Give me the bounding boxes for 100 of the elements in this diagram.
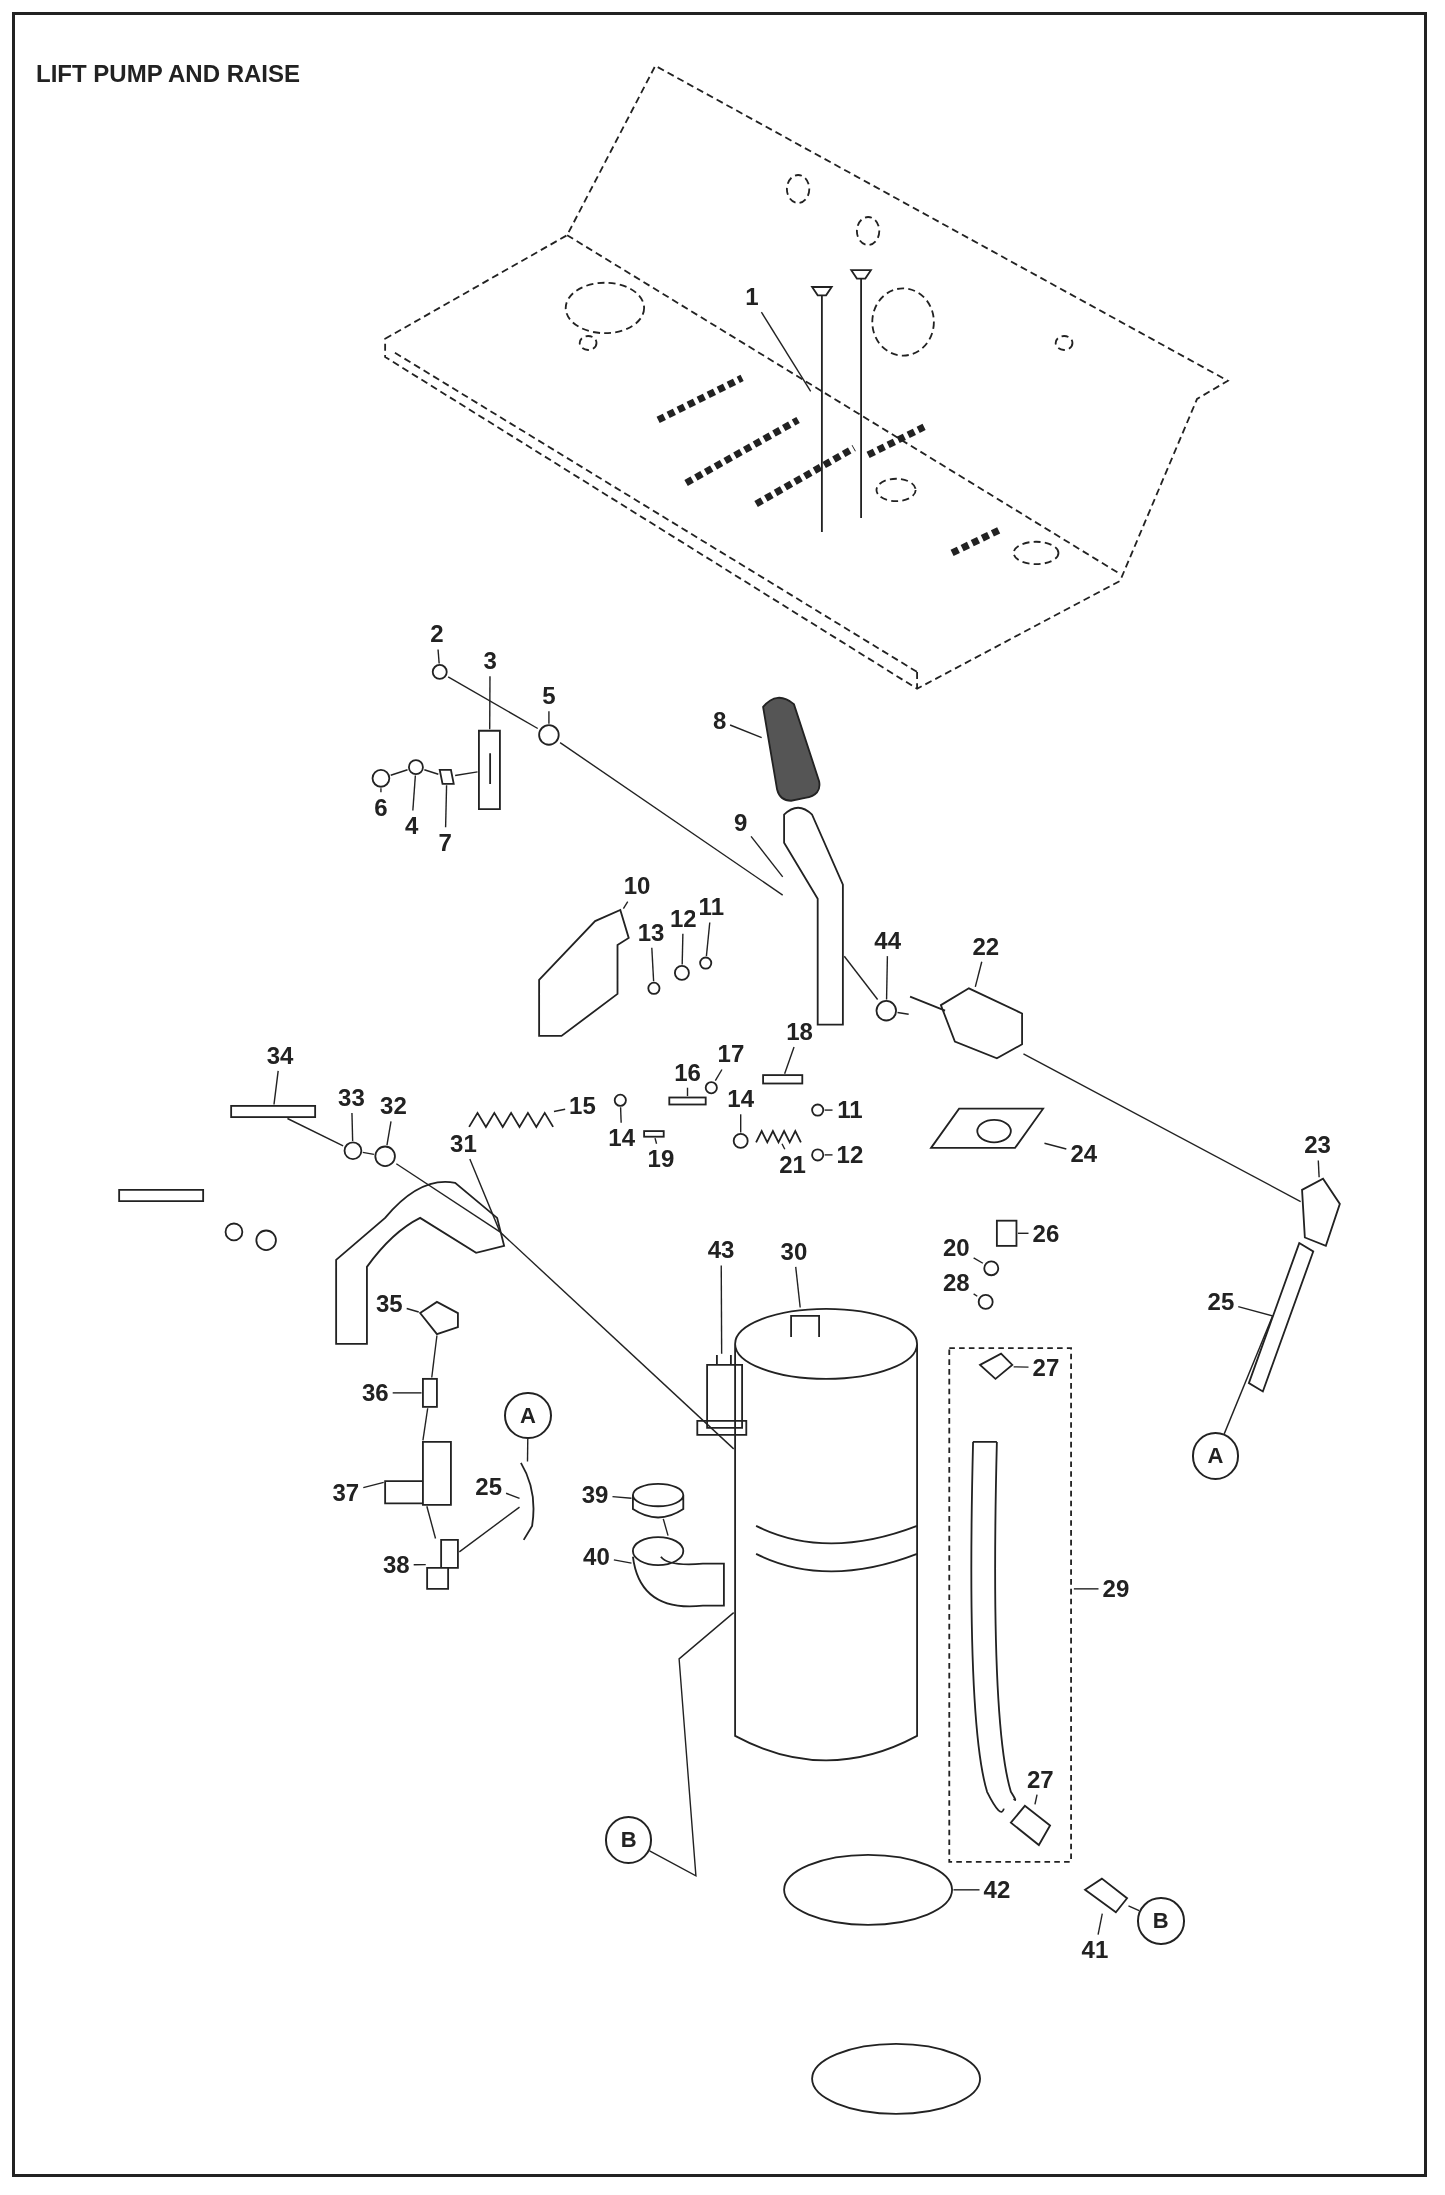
tee-fitting-drawing	[426, 1538, 459, 1590]
assembly-line	[662, 1518, 669, 1537]
connection-marker: A	[1191, 1432, 1240, 1480]
leader-line	[781, 1143, 786, 1150]
leader-line	[1237, 1305, 1274, 1317]
washer-drawing	[983, 1260, 1000, 1277]
assembly-line	[426, 1505, 437, 1540]
leader-line	[1017, 1232, 1030, 1234]
hose-drawing	[1247, 1241, 1315, 1393]
assembly-line	[422, 1407, 429, 1442]
assembly-line	[286, 1117, 344, 1147]
elbow-drawing	[1301, 1177, 1341, 1248]
leader-line	[714, 1068, 723, 1082]
fitting-drawing	[995, 1219, 1018, 1247]
nut-drawing	[732, 1133, 749, 1149]
assembly-line	[395, 1163, 501, 1233]
leader-line	[760, 311, 812, 393]
washer-drawing	[408, 759, 424, 776]
assembly-line	[559, 741, 784, 896]
assembly-line	[499, 1231, 735, 1450]
hydraulic-pump-drawing	[734, 1308, 918, 1762]
washer-drawing	[538, 724, 560, 746]
spring-drawing	[468, 1111, 555, 1129]
assembly-line	[454, 771, 479, 777]
assembly-line	[458, 1506, 521, 1553]
mounting-rod-drawing	[230, 1105, 317, 1118]
assembly-line	[431, 1334, 438, 1379]
leader-line	[750, 835, 784, 878]
connection-marker: B	[604, 1816, 653, 1864]
nut-drawing	[343, 1141, 363, 1160]
nut-drawing	[674, 965, 690, 981]
leader-line	[386, 1120, 392, 1146]
screw-drawing	[811, 286, 834, 533]
leader-line	[613, 1559, 633, 1564]
leader-line	[619, 1106, 622, 1124]
leader-line	[437, 648, 440, 665]
spring-drawing	[755, 1129, 802, 1145]
leader-line	[720, 1264, 723, 1355]
leader-line	[526, 1438, 529, 1463]
washer-drawing	[647, 981, 661, 995]
nut-drawing	[811, 1103, 825, 1117]
bracket-arm-drawing	[478, 729, 501, 811]
leader-line	[1073, 1588, 1100, 1590]
connection-marker: A	[504, 1391, 552, 1440]
leader-line	[651, 947, 655, 982]
hose-clamp-drawing	[783, 1854, 953, 1926]
leader-line	[469, 1158, 501, 1233]
leader-line	[705, 921, 711, 957]
leader-line	[654, 1137, 658, 1145]
leader-line	[740, 1113, 742, 1134]
leader-line	[1012, 1366, 1030, 1368]
nut-drawing	[977, 1293, 994, 1310]
leader-line	[824, 1109, 834, 1111]
hose-drawing	[520, 1461, 535, 1541]
leader-line	[505, 1492, 521, 1500]
assembly-line	[423, 769, 440, 775]
leader-line	[972, 1293, 978, 1297]
nut-drawing	[431, 664, 448, 680]
leader-line	[783, 1046, 795, 1075]
hose-clip-drawing	[978, 1352, 1014, 1381]
leader-line	[351, 1112, 354, 1142]
filler-cap-drawing	[632, 1483, 685, 1519]
washer-drawing	[374, 1145, 396, 1167]
leader-line	[681, 933, 684, 966]
leader-line	[412, 774, 417, 812]
leader-line	[885, 955, 889, 1001]
leader-line	[795, 1266, 801, 1309]
elbow-fitting-drawing	[632, 1536, 725, 1608]
washer-drawing	[613, 1093, 627, 1107]
leader-line	[444, 784, 448, 829]
pedal-pad-drawing	[762, 696, 821, 802]
tank-bracket-drawing	[335, 1181, 506, 1345]
hose-fitting-drawing	[1083, 1877, 1129, 1914]
assembly-line	[362, 1151, 375, 1156]
bolt-drawing	[668, 1096, 707, 1106]
leader-line	[1127, 1905, 1140, 1912]
leader-line	[974, 961, 983, 988]
hose-clip-drawing	[1009, 1804, 1052, 1847]
leader-line	[1034, 1793, 1038, 1806]
connection-marker: B	[1136, 1897, 1185, 1945]
pin-drawing	[643, 1130, 665, 1138]
leader-line	[1043, 1142, 1067, 1150]
leader-line	[611, 1495, 633, 1499]
nut-drawing	[704, 1081, 718, 1095]
leader-line	[413, 1563, 427, 1566]
nut-drawing	[699, 956, 713, 970]
leader-line	[553, 1108, 566, 1113]
leader-line	[548, 710, 550, 725]
leader-line	[1097, 1912, 1103, 1936]
leader-line	[648, 1611, 735, 1878]
tee-fitting-drawing	[384, 1440, 452, 1506]
fitting-drawing	[422, 1377, 438, 1408]
motor-relay-drawing	[696, 1354, 748, 1436]
leader-line	[952, 1889, 981, 1891]
leader-line	[622, 900, 629, 910]
assembly-line	[896, 1011, 910, 1015]
leader-line	[729, 724, 763, 739]
assembly-line	[390, 769, 409, 776]
leader-line	[406, 1307, 420, 1313]
nut-drawing	[371, 769, 391, 788]
